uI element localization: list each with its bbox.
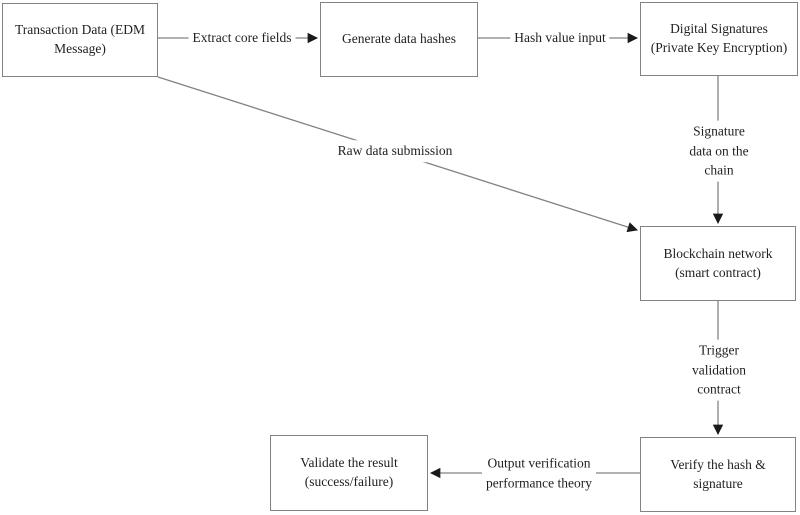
node-generate-data-hashes: Generate data hashes bbox=[320, 2, 478, 77]
node-verify-hash-signature: Verify the hash & signature bbox=[640, 437, 796, 512]
node-validate-result: Validate the result (success/failure) bbox=[270, 435, 428, 511]
edge-label-raw-data-submission: Raw data submission bbox=[333, 140, 457, 162]
edge-label-hash-value-input: Hash value input bbox=[510, 27, 610, 49]
edge-label-signature-data-on-chain: Signature data on the chain bbox=[678, 120, 760, 182]
node-blockchain-network: Blockchain network (smart contract) bbox=[640, 226, 796, 301]
node-transaction-data: Transaction Data (EDM Message) bbox=[2, 3, 158, 77]
edge-label-trigger-validation-contract: Trigger validation contract bbox=[678, 339, 760, 401]
node-digital-signatures: Digital Signatures (Private Key Encrypti… bbox=[640, 2, 798, 76]
edge-label-output-verification: Output verification performance theory bbox=[481, 452, 597, 494]
edge-label-extract-core-fields: Extract core fields bbox=[188, 27, 296, 49]
